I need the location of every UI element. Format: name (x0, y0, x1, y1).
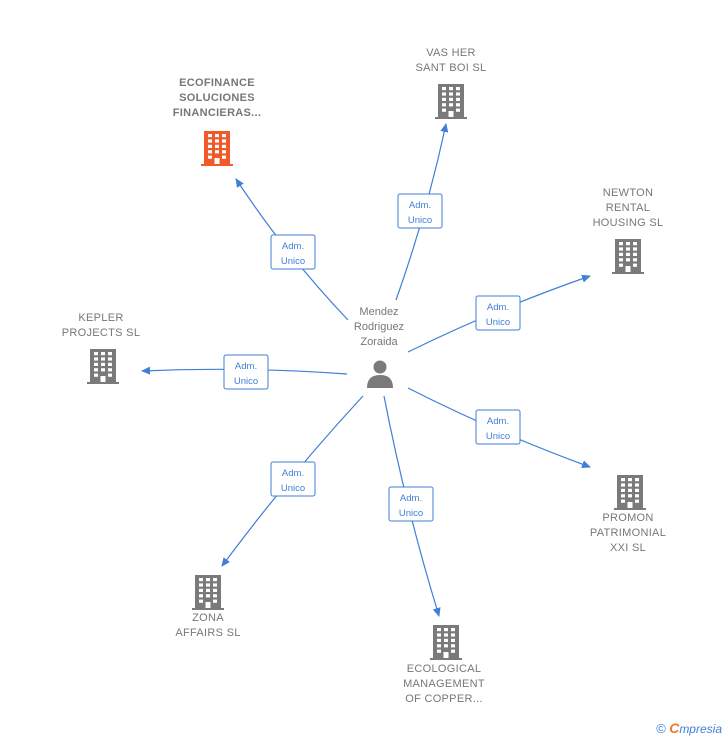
building-icon (614, 475, 646, 510)
person-name-line: Rodriguez (354, 321, 404, 333)
company-name-line: XXI SL (610, 542, 646, 554)
nodes-layer: ECOFINANCE SOLUCIONES FINANCIERAS... VAS HE… (62, 47, 666, 705)
building-icon (87, 349, 119, 384)
relationship-box-zona[interactable]: Adm. Unico (270, 461, 316, 497)
relationship-label-line: Adm. (400, 493, 422, 504)
relationship-label-line: Unico (408, 215, 432, 226)
person-name-line: Mendez (359, 306, 398, 318)
company-name-line: NEWTON (603, 187, 653, 199)
relationship-label-line: Unico (399, 508, 423, 519)
company-name-line: PROJECTS SL (62, 327, 141, 339)
relationship-label-line: Adm. (487, 302, 509, 313)
relationship-box-kepler[interactable]: Adm. Unico (223, 354, 269, 390)
company-name-line: ZONA (192, 612, 224, 624)
relationship-label-line: Unico (234, 376, 258, 387)
company-name-line: PROMON (602, 512, 653, 524)
building-icon (430, 625, 462, 660)
brand-initial: C (669, 720, 680, 736)
building-icon (192, 575, 224, 610)
company-name-line: SANT BOI SL (416, 62, 487, 74)
company-node-newton[interactable]: NEWTON RENTAL HOUSING SL (593, 187, 664, 274)
person-name-line: Zoraida (360, 336, 398, 348)
company-name-line: HOUSING SL (593, 217, 664, 229)
company-name-line: SOLUCIONES (179, 92, 255, 104)
company-name-line: VAS HER (426, 47, 476, 59)
company-name-line: FINANCIERAS... (173, 107, 262, 119)
brand-watermark: © Cmpresia (656, 720, 722, 736)
company-name-line: OF COPPER... (405, 693, 483, 705)
relationship-label-line: Adm. (487, 416, 509, 427)
company-name-line: ECOLOGICAL (407, 663, 482, 675)
company-name-line: MANAGEMENT (403, 678, 485, 690)
relationship-box-vas-her[interactable]: Adm. Unico (397, 193, 443, 229)
building-icon (435, 84, 467, 119)
relationship-box-newton[interactable]: Adm. Unico (475, 295, 521, 331)
person-icon (367, 360, 393, 388)
copyright-symbol: © (656, 721, 666, 736)
edges-layer: Adm.UnicoAdm.UnicoAdm.UnicoAdm.UnicoAdm.… (141, 123, 591, 617)
company-name-line: ECOFINANCE (179, 77, 255, 89)
company-node-kepler[interactable]: KEPLER PROJECTS SL (62, 312, 141, 384)
relationship-label-line: Adm. (409, 200, 431, 211)
company-name-line: AFFAIRS SL (175, 627, 240, 639)
relationship-label-line: Adm. (282, 468, 304, 479)
brand-name: mpresia (679, 722, 722, 736)
company-node-zona[interactable]: ZONA AFFAIRS SL (175, 575, 240, 639)
relationship-label-line: Unico (281, 256, 305, 267)
relationship-label-line: Adm. (282, 241, 304, 252)
company-name-line: KEPLER (78, 312, 123, 324)
company-name-line: PATRIMONIAL (590, 527, 666, 539)
company-node-ecofinance[interactable]: ECOFINANCE SOLUCIONES FINANCIERAS... (173, 77, 262, 166)
company-node-promon[interactable]: PROMON PATRIMONIAL XXI SL (590, 475, 666, 554)
relationship-box-promon[interactable]: Adm. Unico (475, 409, 521, 445)
relationship-label-line: Unico (281, 483, 305, 494)
relationship-label-line: Adm. (235, 361, 257, 372)
building-icon (201, 131, 233, 166)
relationship-label-line: Unico (486, 317, 510, 328)
company-node-ecological[interactable]: ECOLOGICAL MANAGEMENT OF COPPER... (403, 625, 485, 705)
building-icon (612, 239, 644, 274)
relationship-box-ecological[interactable]: Adm. Unico (388, 486, 434, 522)
relationship-box-ecofinance[interactable]: Adm. Unico (270, 234, 316, 270)
company-name-line: RENTAL (606, 202, 650, 214)
relationship-label-line: Unico (486, 431, 510, 442)
company-node-vas-her[interactable]: VAS HER SANT BOI SL (416, 47, 487, 119)
